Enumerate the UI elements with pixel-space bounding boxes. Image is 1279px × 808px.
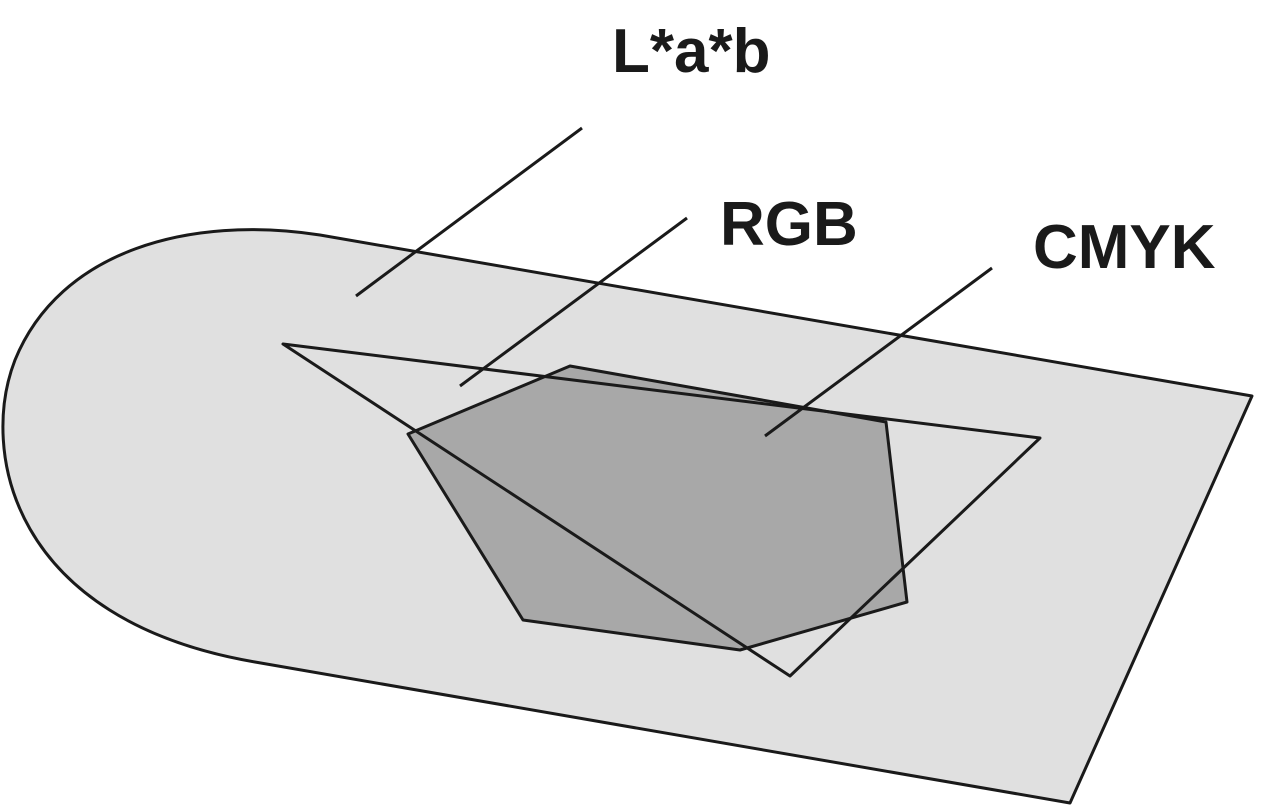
- lab-leader-line: [355, 126, 583, 298]
- cmyk-leader-line: [764, 266, 993, 438]
- cmyk-gamut-shape: [406, 364, 909, 652]
- rgb-leader-line: [459, 216, 688, 388]
- rgb-gamut-shape: [281, 342, 1042, 678]
- lab-label: L*a*b: [612, 17, 770, 86]
- rgb-label: RGB: [720, 190, 858, 259]
- cmyk-label: CMYK: [1033, 213, 1216, 282]
